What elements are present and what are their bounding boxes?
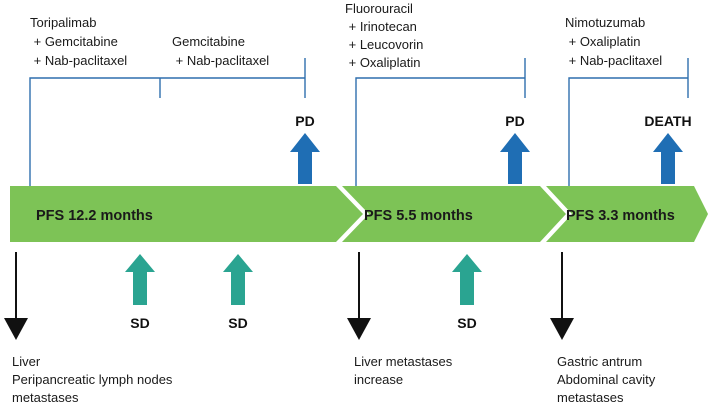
regimen-2: Gemcitabine + Nab-paclitaxel <box>172 34 269 68</box>
regimen-3-line-2: + Irinotecan <box>345 19 417 34</box>
metastasis-3-line-2: Abdominal cavity <box>557 372 656 387</box>
regimen-3-line-4: + Oxaliplatin <box>345 55 421 70</box>
metastasis-1-line-2: Peripancreatic lymph nodes <box>12 372 173 387</box>
sd-arrow-icon-2 <box>223 254 253 305</box>
down-arrow-icon-3 <box>550 252 574 340</box>
metastasis-2-line-1: Liver metastases <box>354 354 453 369</box>
outcome-label-2: PD <box>505 113 524 129</box>
metastasis-2-line-2: increase <box>354 372 403 387</box>
regimen-3-line-1: Fluorouracil <box>345 1 413 16</box>
regimen-3-line-3: + Leucovorin <box>345 37 423 52</box>
bracket-phase-3 <box>568 58 689 186</box>
down-arrow-icon-1 <box>4 252 28 340</box>
pfs-label-3: PFS 3.3 months <box>566 208 675 224</box>
regimen-4: Nimotuzumab + Oxaliplatin + Nab-paclitax… <box>565 15 662 68</box>
metastasis-1: Liver Peripancreatic lymph nodes metasta… <box>12 354 173 405</box>
regimen-brackets <box>29 58 689 186</box>
pfs-segment-3 <box>546 186 708 242</box>
regimen-1-line-2: + Gemcitabine <box>30 34 118 49</box>
pd-arrow-icon-1 <box>290 133 320 184</box>
regimen-2-line-2: + Nab-paclitaxel <box>172 53 269 68</box>
pfs-label-1: PFS 12.2 months <box>36 208 153 224</box>
outcome-arrows: PD PD DEATH <box>290 113 692 184</box>
regimen-3: Fluorouracil + Irinotecan + Leucovorin +… <box>345 1 423 70</box>
sd-label-3: SD <box>457 315 476 331</box>
death-arrow-icon <box>653 133 683 184</box>
metastasis-3-line-1: Gastric antrum <box>557 354 642 369</box>
pd-arrow-icon-2 <box>500 133 530 184</box>
regimen-1: Toripalimab + Gemcitabine + Nab-paclitax… <box>30 15 127 68</box>
metastasis-2: Liver metastases increase <box>354 354 453 387</box>
pfs-segment-2 <box>342 186 566 242</box>
sd-arrow-icon-3 <box>452 254 482 305</box>
sd-label-1: SD <box>130 315 149 331</box>
regimen-1-line-3: + Nab-paclitaxel <box>30 53 127 68</box>
regimen-4-line-1: Nimotuzumab <box>565 15 645 30</box>
pfs-segment-1 <box>10 186 363 242</box>
bracket-phase-1 <box>29 58 306 186</box>
metastasis-3: Gastric antrum Abdominal cavity metastas… <box>557 354 656 405</box>
pfs-timeline-band: PFS 12.2 months PFS 5.5 months PFS 3.3 m… <box>10 186 708 242</box>
regimen-4-line-2: + Oxaliplatin <box>565 34 641 49</box>
outcome-label-3: DEATH <box>644 113 691 129</box>
bracket-phase-2 <box>355 58 526 186</box>
regimen-4-line-3: + Nab-paclitaxel <box>565 53 662 68</box>
pfs-label-2: PFS 5.5 months <box>364 208 473 224</box>
metastasis-1-line-1: Liver <box>12 354 41 369</box>
down-arrow-icon-2 <box>347 252 371 340</box>
regimen-1-line-1: Toripalimab <box>30 15 96 30</box>
regimen-2-line-1: Gemcitabine <box>172 34 245 49</box>
metastasis-3-line-3: metastases <box>557 390 624 405</box>
sd-markers: SD SD SD <box>125 254 482 331</box>
outcome-label-1: PD <box>295 113 314 129</box>
sd-arrow-icon-1 <box>125 254 155 305</box>
sd-label-2: SD <box>228 315 247 331</box>
metastasis-1-line-3: metastases <box>12 390 79 405</box>
metastasis-arrows <box>4 252 574 340</box>
